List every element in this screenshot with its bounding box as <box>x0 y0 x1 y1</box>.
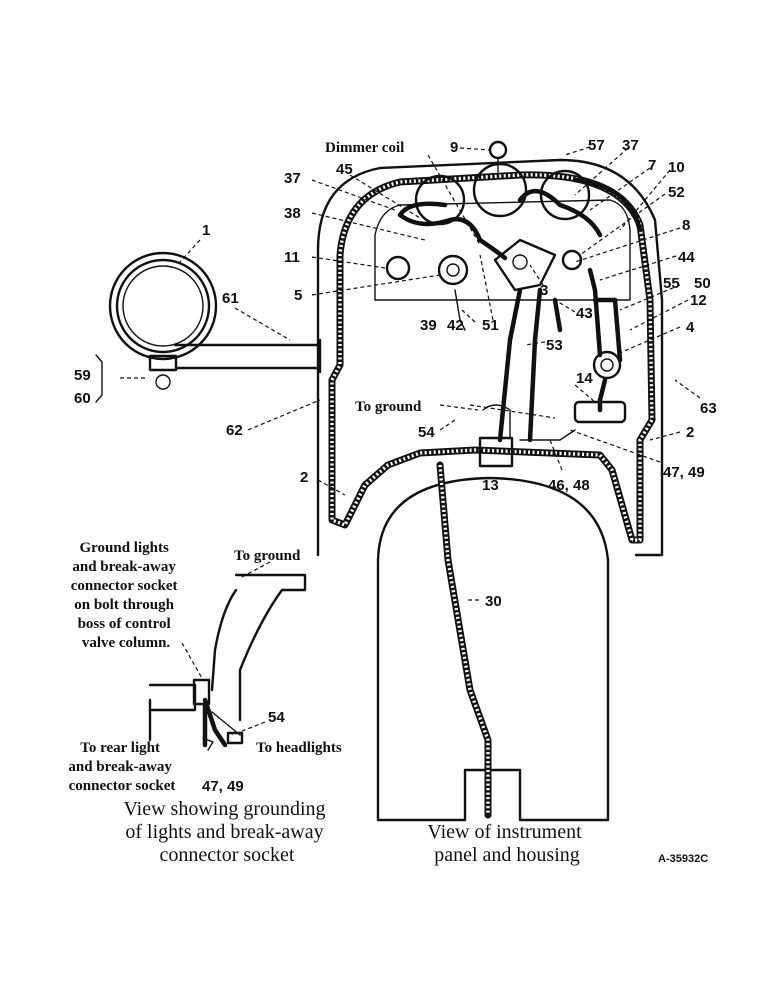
label-to-ground-detail: To ground <box>234 548 301 564</box>
instrument-housing <box>316 140 664 822</box>
callout-54b: 54 <box>268 709 285 726</box>
headlight <box>108 251 322 390</box>
callout-63: 63 <box>700 400 717 417</box>
callout-42: 42 <box>447 317 464 334</box>
callout-2: 2 <box>300 469 308 486</box>
callout-47-49b: 47, 49 <box>202 778 244 795</box>
callout-30: 30 <box>485 593 502 610</box>
callout-1: 1 <box>202 222 210 239</box>
callout-44: 44 <box>678 249 695 266</box>
callout-60: 60 <box>74 390 91 407</box>
callout-13: 13 <box>482 477 499 494</box>
callout-3: 3 <box>540 282 548 299</box>
caption-right-line-1: View of instrument <box>427 821 582 843</box>
callout-55: 55 <box>663 275 680 292</box>
detail-labels: To ground Ground lights and break-away c… <box>68 540 342 794</box>
to-rear-light-label: To rear light and break-away connector s… <box>68 740 175 794</box>
label-dimmer-coil: Dimmer coil <box>325 140 404 156</box>
caption-left-line-1: View showing grounding <box>123 798 325 820</box>
caption-left-line-3: connector socket <box>160 844 295 866</box>
callout-62: 62 <box>226 422 243 439</box>
captions: View showing grounding of lights and bre… <box>123 798 708 866</box>
callout-37: 37 <box>284 170 301 187</box>
callout-10: 10 <box>668 159 685 176</box>
callout-39: 39 <box>420 317 437 334</box>
callout-53: 53 <box>546 337 563 354</box>
callout-numbers: 1 61 59 60 62 2 37 38 11 5 45 Dimmer coi… <box>74 137 717 795</box>
caption-right-line-2: panel and housing <box>434 844 580 866</box>
ground-note-line-1: Ground lights <box>79 540 169 556</box>
caption-right: View of instrument panel and housing <box>427 821 586 866</box>
callout-7: 7 <box>648 157 656 174</box>
to-rear-light-line-3: connector socket <box>69 778 176 794</box>
bracket-59-60 <box>95 354 103 403</box>
to-rear-light-line-2: and break-away <box>68 759 172 775</box>
ground-note-line-3: connector socket <box>71 578 178 594</box>
caption-left-line-2: of lights and break-away <box>125 821 323 843</box>
grounding-detail-view <box>148 573 307 751</box>
callout-45: 45 <box>336 161 353 178</box>
callout-5: 5 <box>294 287 302 304</box>
callout-4: 4 <box>686 319 695 336</box>
callout-11: 11 <box>284 249 300 266</box>
leader-lines <box>120 146 701 736</box>
callout-57: 57 <box>588 137 605 154</box>
callout-54: 54 <box>418 424 435 441</box>
callout-2b: 2 <box>686 424 694 441</box>
ground-note-line-4: on bolt through <box>74 597 174 613</box>
callout-8: 8 <box>682 217 690 234</box>
callout-14: 14 <box>576 370 593 387</box>
callout-59: 59 <box>74 367 91 384</box>
callout-51: 51 <box>482 317 499 334</box>
callout-47-49: 47, 49 <box>663 464 705 481</box>
caption-left: View showing grounding of lights and bre… <box>123 798 330 866</box>
callout-43: 43 <box>576 305 593 322</box>
callout-50: 50 <box>694 275 711 292</box>
ground-note-line-6: valve column. <box>82 635 171 651</box>
ground-note-line-5: boss of control <box>78 616 171 632</box>
callout-52: 52 <box>668 184 685 201</box>
label-to-ground: To ground <box>355 399 422 415</box>
callout-46-48: 46, 48 <box>548 477 590 494</box>
callout-37b: 37 <box>622 137 639 154</box>
ground-note: Ground lights and break-away connector s… <box>71 540 182 651</box>
figure-code: A-35932C <box>658 853 708 865</box>
to-rear-light-line-1: To rear light <box>80 740 160 756</box>
callout-61: 61 <box>222 290 239 307</box>
ground-note-line-2: and break-away <box>72 559 176 575</box>
callout-9: 9 <box>450 139 458 156</box>
label-to-headlights: To headlights <box>256 740 342 756</box>
callout-38: 38 <box>284 205 301 222</box>
callout-12: 12 <box>690 292 707 309</box>
